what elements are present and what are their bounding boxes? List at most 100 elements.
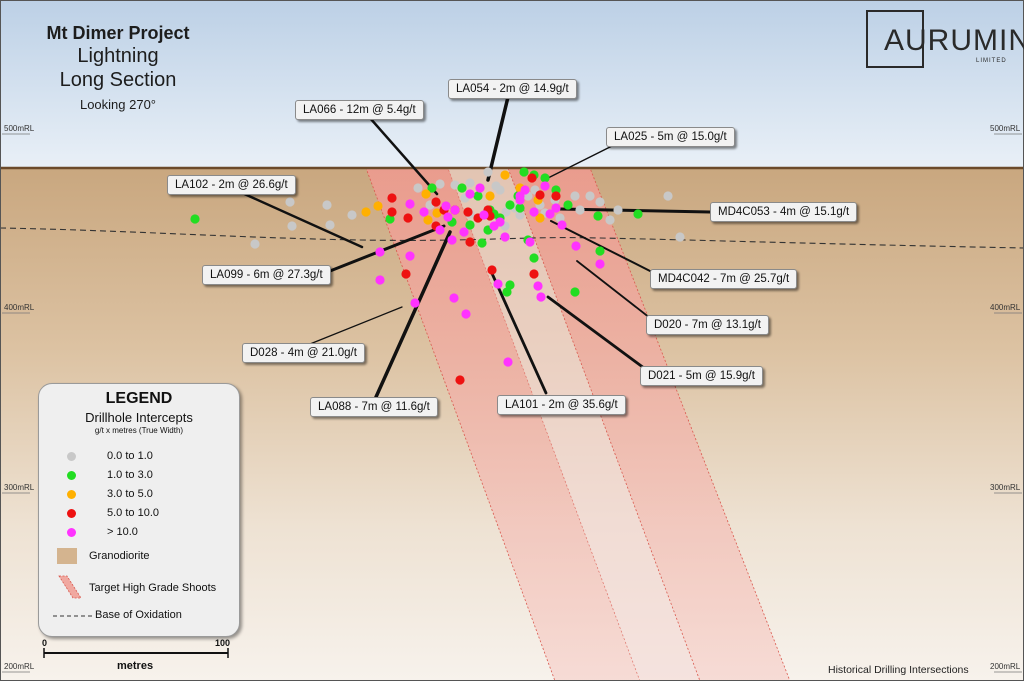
intercept-point	[515, 191, 525, 201]
scale-bar	[43, 648, 229, 658]
intercept-point	[501, 207, 511, 217]
leader-D021	[546, 295, 646, 370]
intercept-point	[487, 265, 497, 275]
intercept-point	[463, 207, 473, 217]
intercept-point	[585, 191, 595, 201]
intercept-point	[527, 173, 537, 183]
intercept-point	[375, 275, 385, 285]
intercept-point	[427, 183, 437, 193]
company-logo: AURUMIN LIMITED	[866, 10, 1024, 72]
intercept-point	[529, 253, 539, 263]
intercept-point	[545, 209, 555, 219]
intercept-point	[457, 183, 467, 193]
intercept-point	[419, 207, 429, 217]
intercept-point	[551, 191, 561, 201]
intercept-point	[401, 269, 411, 279]
leader-lines	[238, 95, 712, 399]
intercept-point	[385, 214, 395, 224]
intercept-point	[405, 199, 415, 209]
logo-sub: LIMITED	[976, 58, 1007, 64]
intercept-point	[613, 205, 623, 215]
intercept-point	[493, 279, 503, 289]
intercept-point	[595, 246, 605, 256]
intercept-point	[431, 197, 441, 207]
shoot-gap	[448, 168, 700, 681]
leader-LA099	[328, 224, 446, 273]
view-direction: Looking 270°	[79, 97, 157, 112]
intercept-point	[477, 238, 487, 248]
leader-D020	[576, 260, 651, 319]
intercept-point	[285, 197, 295, 207]
intercept-point	[505, 280, 515, 290]
intercept-point	[403, 213, 413, 223]
prospect-name: Lightning	[77, 45, 159, 67]
intercept-point	[605, 215, 615, 225]
shoot-swatch	[58, 575, 82, 599]
logo-box	[866, 10, 924, 68]
intercept-point	[387, 207, 397, 217]
oxidation-swatch	[53, 615, 93, 617]
intercept-point	[423, 215, 433, 225]
intercept-point	[483, 167, 493, 177]
legend-subtitle: Drillhole Intercepts	[85, 410, 193, 425]
intercept-point	[571, 241, 581, 251]
intercept-point	[529, 269, 539, 279]
intercept-point	[595, 259, 605, 269]
target-shoot-1	[365, 167, 641, 681]
callout-LA054: LA054 - 2m @ 14.9g/t	[448, 79, 577, 99]
intercept-point	[410, 298, 420, 308]
grade-swatch	[67, 490, 76, 499]
intercept-point	[570, 287, 580, 297]
grade-swatch	[67, 471, 76, 480]
callout-D028: D028 - 4m @ 21.0g/t	[242, 343, 365, 363]
grade-label: 5.0 to 10.0	[107, 507, 159, 519]
intercept-point	[475, 183, 485, 193]
intercept-point	[557, 220, 567, 230]
section-type: Long Section	[59, 69, 177, 91]
rl-label-400-right: 400mRL	[990, 303, 1021, 312]
grade-swatch	[67, 509, 76, 518]
intercept-point	[325, 220, 335, 230]
intercept-point	[536, 292, 546, 302]
intercept-point	[190, 214, 200, 224]
intercept-point	[287, 221, 297, 231]
intercept-point	[479, 210, 489, 220]
intercept-point	[449, 293, 459, 303]
intercept-point	[450, 180, 460, 190]
intercept-point	[435, 225, 445, 235]
leader-LA101	[488, 267, 548, 395]
intercept-point	[405, 251, 415, 261]
leader-D028	[309, 306, 403, 345]
grade-label: 0.0 to 1.0	[107, 450, 153, 462]
intercept-point	[563, 200, 573, 210]
rl-label-300-left: 300mRL	[4, 483, 35, 492]
intercept-point	[491, 181, 501, 191]
intercept-point	[485, 191, 495, 201]
legend-title: LEGEND	[105, 390, 173, 407]
intercept-point	[502, 287, 512, 297]
intercept-point	[555, 213, 565, 223]
intercept-point	[500, 232, 510, 242]
intercept-point	[515, 203, 525, 213]
callout-LA102: LA102 - 2m @ 26.6g/t	[167, 175, 296, 195]
leader-MD4C053	[558, 207, 712, 214]
rl-label-300-right: 300mRL	[990, 483, 1021, 492]
drillhole-intercepts	[190, 167, 685, 385]
intercept-point	[413, 183, 423, 193]
logo-word: AURUMIN	[884, 24, 1024, 57]
leader-LA088	[374, 230, 452, 399]
intercept-point	[443, 212, 453, 222]
intercept-point	[465, 220, 475, 230]
rl-label-500-right: 500mRL	[990, 124, 1021, 133]
leader-LA054	[486, 95, 510, 182]
legend-units: g/t x metres (True Width)	[94, 426, 184, 435]
grade-swatch	[67, 528, 76, 537]
grade-label: 1.0 to 3.0	[107, 469, 153, 481]
figure-title: Mt Dimer Project Lightning Long Section …	[28, 22, 208, 116]
intercept-point	[570, 191, 580, 201]
callout-MD4C042: MD4C042 - 7m @ 25.7g/t	[650, 269, 798, 289]
intercept-point	[535, 190, 545, 200]
callout-LA099: LA099 - 6m @ 27.3g/t	[202, 265, 331, 285]
intercept-point	[375, 247, 385, 257]
